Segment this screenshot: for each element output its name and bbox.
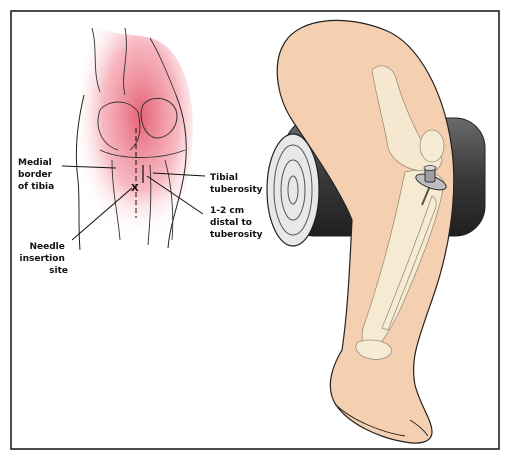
thigh-contour [91, 27, 177, 96]
foot-outline [335, 404, 429, 437]
label-tibial-tuberosity: Tibial tuberosity [210, 173, 263, 195]
fibula [381, 195, 437, 331]
femoral-condyle-outline [97, 101, 141, 151]
leader-needle-insertion [71, 187, 133, 241]
label-needle-insertion-site: Needle insertion site [19, 242, 68, 276]
knee-medial-outline [75, 94, 85, 251]
ankle-bones [355, 339, 393, 360]
leg-over-roll [266, 19, 486, 444]
label-distal-to-tuberosity: 1-2 cm distal to tuberosity [210, 206, 263, 240]
insertion-site-mark: X [131, 183, 139, 194]
knee-surface-anatomy: X Medial border of tibia Tibial tuberosi… [18, 22, 263, 276]
leader-distal [146, 175, 204, 215]
leader-tibial-tuberosity [152, 172, 206, 177]
tibia [361, 170, 445, 353]
roll-end-face [266, 133, 320, 247]
label-medial-border: Medial border of tibia [18, 158, 55, 192]
patella-outline [140, 97, 178, 139]
intraosseous-needle [415, 165, 447, 206]
leg-patella [419, 129, 445, 163]
leader-medial-border [61, 165, 117, 169]
knee-skin-shading [77, 22, 193, 245]
knee-lateral-outline [167, 94, 187, 249]
